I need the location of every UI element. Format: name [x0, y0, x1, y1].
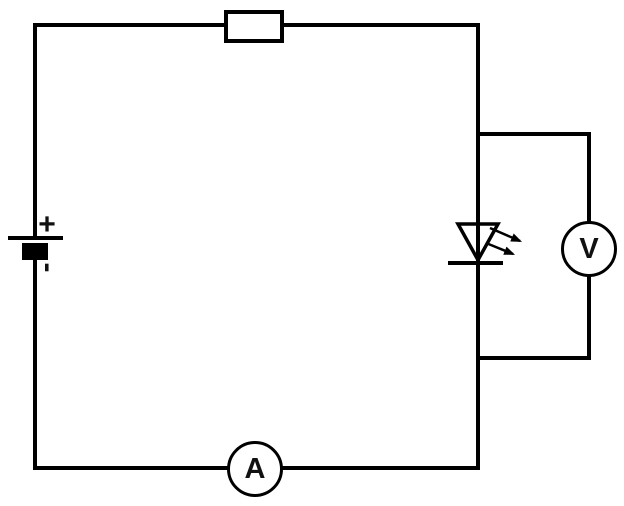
ammeter-label: A — [244, 452, 266, 485]
voltmeter-label: V — [579, 232, 599, 265]
wire-left-lower — [33, 257, 37, 470]
wire-voltmeter-branch-bottom — [476, 356, 591, 360]
led-triangle — [455, 222, 501, 264]
resistor-icon — [224, 10, 284, 43]
ammeter-icon: A — [227, 441, 283, 497]
wire-right — [476, 23, 480, 470]
battery-negative-plate-icon — [22, 243, 48, 260]
led-icon — [448, 222, 523, 265]
battery-minus-label: - — [32, 262, 66, 273]
battery-positive-plate-icon — [8, 236, 63, 240]
led-light-arrow-2 — [485, 241, 516, 256]
led-light-arrow-1 — [489, 226, 523, 243]
battery-plus-label: + — [38, 208, 56, 241]
wire-voltmeter-branch-top — [476, 132, 591, 136]
wire-left-upper — [33, 23, 37, 238]
voltmeter-icon: V — [561, 221, 617, 277]
